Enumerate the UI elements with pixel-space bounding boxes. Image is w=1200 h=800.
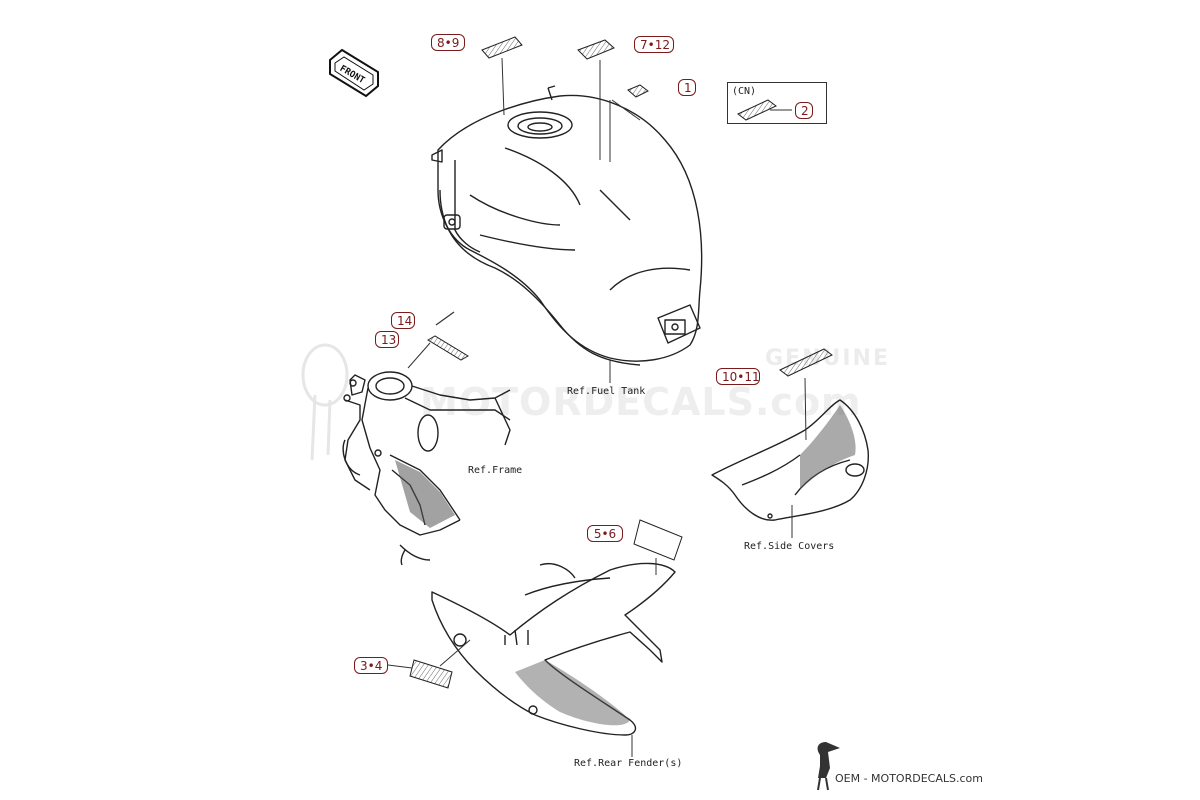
- decal-8-9-shape: [481, 36, 523, 116]
- watermark-text: MOTORDECALS.com: [420, 380, 862, 424]
- frame-shading: [395, 460, 455, 528]
- decal-14-shape: [435, 311, 455, 326]
- decal-3-4-shape: [387, 639, 633, 757]
- decal-13-shape: [407, 335, 469, 369]
- callout-13[interactable]: 13: [375, 331, 399, 348]
- cn-label: (CN): [732, 86, 757, 97]
- ref-rear-fender: Ref.Rear Fender(s): [574, 758, 683, 769]
- oem-motordecals-logo-icon: [817, 742, 840, 791]
- callout-10-11[interactable]: 10•11: [716, 368, 760, 385]
- decal-10-11-shape: [779, 348, 833, 538]
- ref-frame: Ref.Frame: [468, 465, 523, 476]
- callout-1[interactable]: 1: [678, 79, 696, 96]
- ref-side-covers: Ref.Side Covers: [744, 541, 835, 552]
- decal-1-shape: [611, 84, 649, 121]
- decal-2-shape: [737, 99, 792, 121]
- callout-14[interactable]: 14: [391, 312, 415, 329]
- callout-8-9[interactable]: 8•9: [431, 34, 465, 51]
- callout-5-6[interactable]: 5•6: [587, 525, 623, 542]
- ref-fuel-tank: Ref.Fuel Tank: [567, 386, 646, 397]
- front-arrow-icon: FRONT: [329, 48, 379, 98]
- rear-fender-shading: [515, 660, 630, 726]
- cn-variant-box: [727, 82, 827, 124]
- callout-3-4[interactable]: 3•4: [354, 657, 388, 674]
- decal-7-12-shape: [577, 39, 615, 162]
- rear-fender: [431, 562, 676, 736]
- watermark-logo: [301, 343, 349, 461]
- decal-5-6-shape: [633, 519, 683, 575]
- footer-brand: OEM - MOTORDECALS.com: [835, 772, 983, 785]
- callout-7-12[interactable]: 7•12: [634, 36, 674, 53]
- callout-2[interactable]: 2: [795, 102, 813, 119]
- fuel-tank: [431, 85, 703, 366]
- side-covers-shading: [800, 405, 856, 490]
